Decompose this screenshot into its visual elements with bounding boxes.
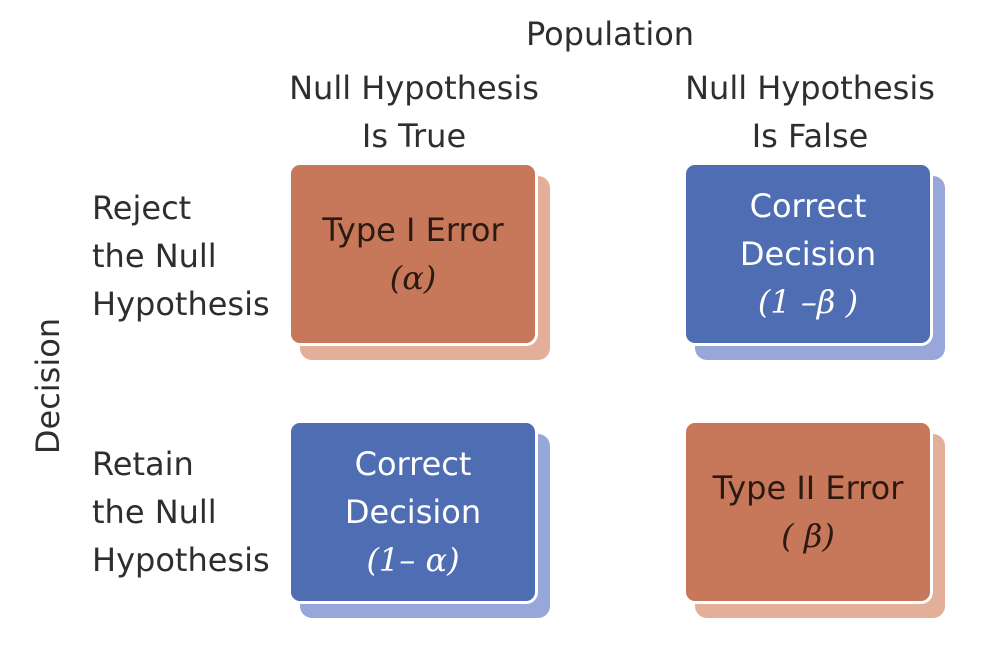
population-label: Population bbox=[525, 15, 695, 53]
cell-symbol: (α) bbox=[389, 259, 437, 297]
card-correct-decision-power: Correct Decision (1 –β ) bbox=[683, 162, 933, 346]
row-header-line: the Null bbox=[92, 493, 217, 531]
cell-correct-decision-confidence: Correct Decision (1– α) bbox=[288, 420, 552, 620]
cell-text: Correct bbox=[354, 445, 472, 483]
card-type-i-error: Type I Error (α) bbox=[288, 162, 538, 346]
cell-text: Type I Error bbox=[322, 211, 504, 249]
column-header-line: Is True bbox=[361, 117, 467, 155]
cell-text: Correct bbox=[749, 187, 867, 225]
card-correct-decision-confidence: Correct Decision (1– α) bbox=[288, 420, 538, 604]
cell-text: Decision bbox=[344, 493, 482, 531]
decision-axis-label: Decision bbox=[29, 317, 67, 455]
cell-correct-decision-power: Correct Decision (1 –β ) bbox=[683, 162, 947, 362]
card-type-ii-error: Type II Error ( β) bbox=[683, 420, 933, 604]
row-header-retain: Retain the Null Hypothesis bbox=[92, 440, 312, 584]
row-header-reject: Reject the Null Hypothesis bbox=[92, 184, 312, 328]
cell-type-i-error: Type I Error (α) bbox=[288, 162, 552, 362]
row-header-line: Reject bbox=[92, 189, 192, 227]
cell-type-ii-error: Type II Error ( β) bbox=[683, 420, 947, 620]
cell-text: Type II Error bbox=[712, 469, 904, 507]
column-header-line: Null Hypothesis bbox=[289, 69, 539, 107]
row-header-line: Retain bbox=[92, 445, 194, 483]
cell-symbol: (1– α) bbox=[366, 541, 460, 579]
row-header-line: Hypothesis bbox=[92, 541, 270, 579]
column-header-line: Is False bbox=[751, 117, 869, 155]
cell-text: Decision bbox=[739, 235, 877, 273]
column-header-null-true: Null Hypothesis Is True bbox=[254, 64, 574, 160]
row-header-line: the Null bbox=[92, 237, 217, 275]
row-header-line: Hypothesis bbox=[92, 285, 270, 323]
column-header-line: Null Hypothesis bbox=[685, 69, 935, 107]
cell-symbol: (1 –β ) bbox=[757, 283, 859, 321]
cell-symbol: ( β) bbox=[781, 517, 835, 555]
column-header-null-false: Null Hypothesis Is False bbox=[650, 64, 970, 160]
